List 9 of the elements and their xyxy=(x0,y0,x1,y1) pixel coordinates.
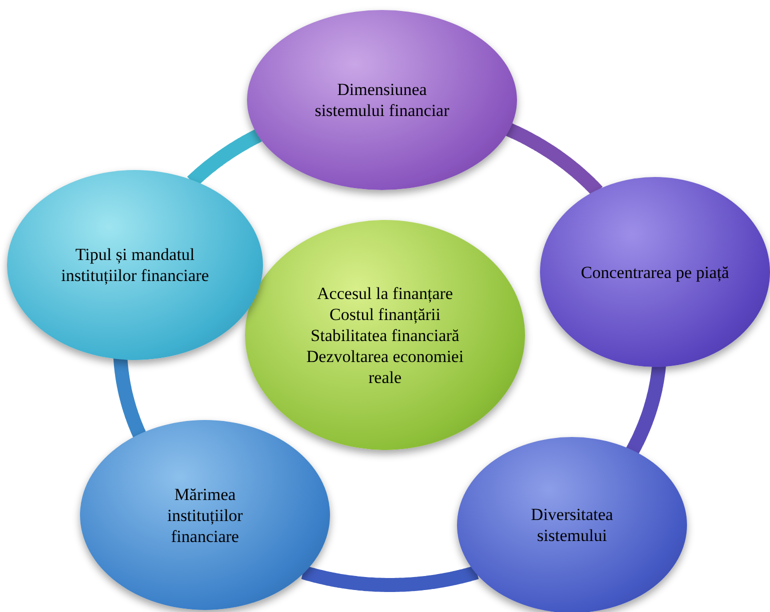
node-text: Costul finanțării xyxy=(330,304,440,324)
node-text: Stabilitatea financiară xyxy=(310,324,460,346)
node-text: Concentrarea pe piață xyxy=(580,262,730,282)
node-text: Tipul și mandatul instituțiilor financiare xyxy=(60,244,210,286)
node-text: Dezvoltarea economiei reale xyxy=(305,346,465,388)
node-text: Accesul la finanțare xyxy=(317,282,453,304)
node-text: Diversitatea sistemului xyxy=(530,504,614,546)
node-text: Dimensiunea sistemului financiar xyxy=(314,79,450,121)
node-text: Mărimea instituțiilor financiare xyxy=(166,484,244,546)
